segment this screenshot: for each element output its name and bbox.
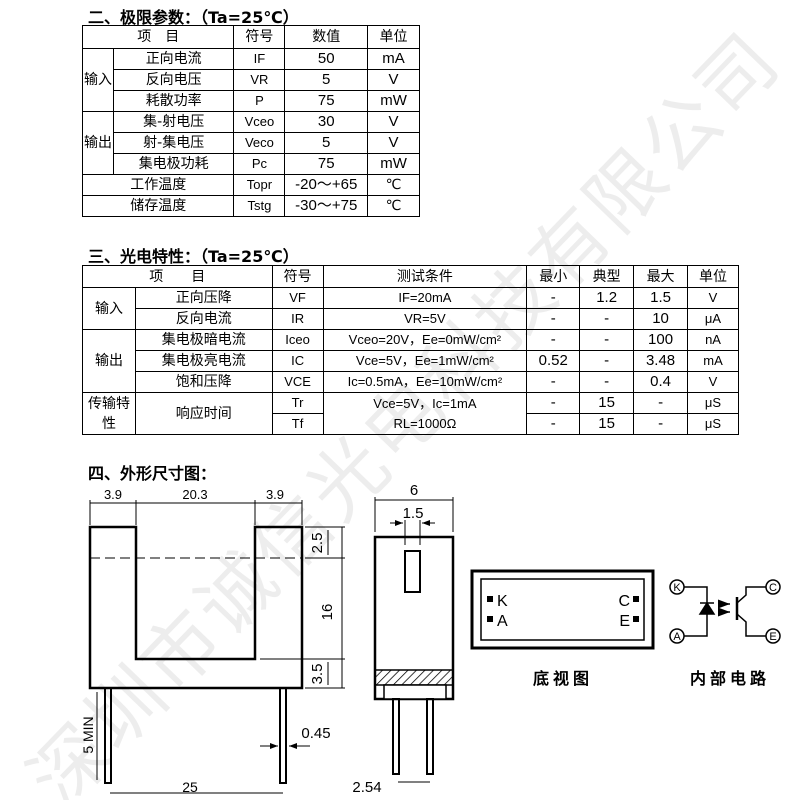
dim-side-pitch: 2.54 [352,779,381,796]
dim-h3: 3.5 [309,664,326,685]
cell: 耗散功率 [112,90,235,112]
cell: 50 [284,48,369,70]
dim-pin-length: 5 MIN [80,716,96,753]
header: 单位 [367,25,420,49]
section3-title: 三、光电特性：（Ta=25℃） [88,247,299,266]
circuit-label: 内部电路 [690,669,770,688]
pin-k-label: K [497,593,508,610]
dim-pitch: 25 [182,779,198,795]
cond-line: Vce=5V，Ic=1mA [373,395,477,411]
header: 数值 [284,25,369,49]
cell: 集-射电压 [112,111,235,133]
cell: ℃ [367,195,420,217]
front-view [88,500,345,794]
circuit-pin-k: K [673,582,681,594]
cell: Veco [233,132,286,154]
cell: 集电极亮电流 [134,350,273,372]
cell: Vce=5V，Ic=1mA RL=1000Ω [322,392,528,435]
cell: Tf [271,413,324,435]
side-view [373,497,455,783]
cell: VCE [271,371,324,393]
circuit-pin-c: C [769,582,777,594]
cell: 集电极暗电流 [134,329,273,351]
cell: 反向电压 [112,69,235,91]
cell: -30～+75 [284,195,369,217]
header: 最大 [633,265,689,288]
cell: mA [687,350,739,372]
cell: 反向电流 [134,308,273,330]
cell: μS [687,392,739,414]
group-label: 输出 [82,329,136,393]
cell: 0.52 [526,350,581,372]
dim-w1: 3.9 [104,487,122,502]
cell: Ic=0.5mA，Ee=10mW/cm² [322,371,528,393]
cell: -20～+65 [284,174,369,196]
cell: 15 [579,413,635,435]
cell: Vceo=20V，Ee=0mW/cm² [322,329,528,351]
cell: VR [233,69,286,91]
cell: Vce=5V，Ee=1mW/cm² [322,350,528,372]
cell: ℃ [367,174,420,196]
bottom-view-label: 底视图 [533,669,593,688]
dim-w2: 20.3 [182,487,207,502]
cell: Tstg [233,195,286,217]
header: 最小 [526,265,581,288]
dim-w3: 3.9 [266,487,284,502]
dim-pin-width: 0.45 [301,725,330,742]
cell: VR=5V [322,308,528,330]
cell: Vceo [233,111,286,133]
cell: Iceo [271,329,324,351]
dim-h2: 16 [319,604,336,621]
cell: mW [367,153,420,175]
cell: IR [271,308,324,330]
dim-h1: 2.5 [309,533,326,554]
cell: 储存温度 [81,195,235,217]
cell: nA [687,329,739,351]
circuit-pin-a: A [673,631,681,643]
group-label: 输入 [82,48,114,112]
cell: 10 [633,308,689,330]
group-label: 输入 [82,287,136,330]
pin-a-label: A [497,613,508,630]
pin-c-label: C [618,593,630,610]
cond-line: RL=1000Ω [393,415,457,431]
dim-side-width: 6 [410,482,418,499]
header: 项 目 [81,25,235,49]
pin-e-label: E [619,613,630,630]
header: 符号 [271,265,324,288]
group-label: 输出 [82,111,114,175]
group-label: 传输特性 [82,392,136,435]
bottom-view: K A C E 底视图 [470,569,655,688]
cell: Pc [233,153,286,175]
section2-title: 二、极限参数：（Ta=25℃） [88,8,299,27]
dim-window: 1.5 [403,505,424,522]
cell: 正向压降 [134,287,273,309]
circuit-pin-e: E [769,631,776,643]
cell: - [526,413,581,435]
cell: - [633,413,689,435]
section4-title: 四、外形尺寸图： [88,464,217,483]
cell: 3.48 [633,350,689,372]
cell: mW [367,90,420,112]
cell: μA [687,308,739,330]
internal-circuit: K A C E 内部电路 [669,579,781,688]
cell: μS [687,413,739,435]
cell: 响应时间 [134,392,273,435]
cell: - [526,371,581,393]
